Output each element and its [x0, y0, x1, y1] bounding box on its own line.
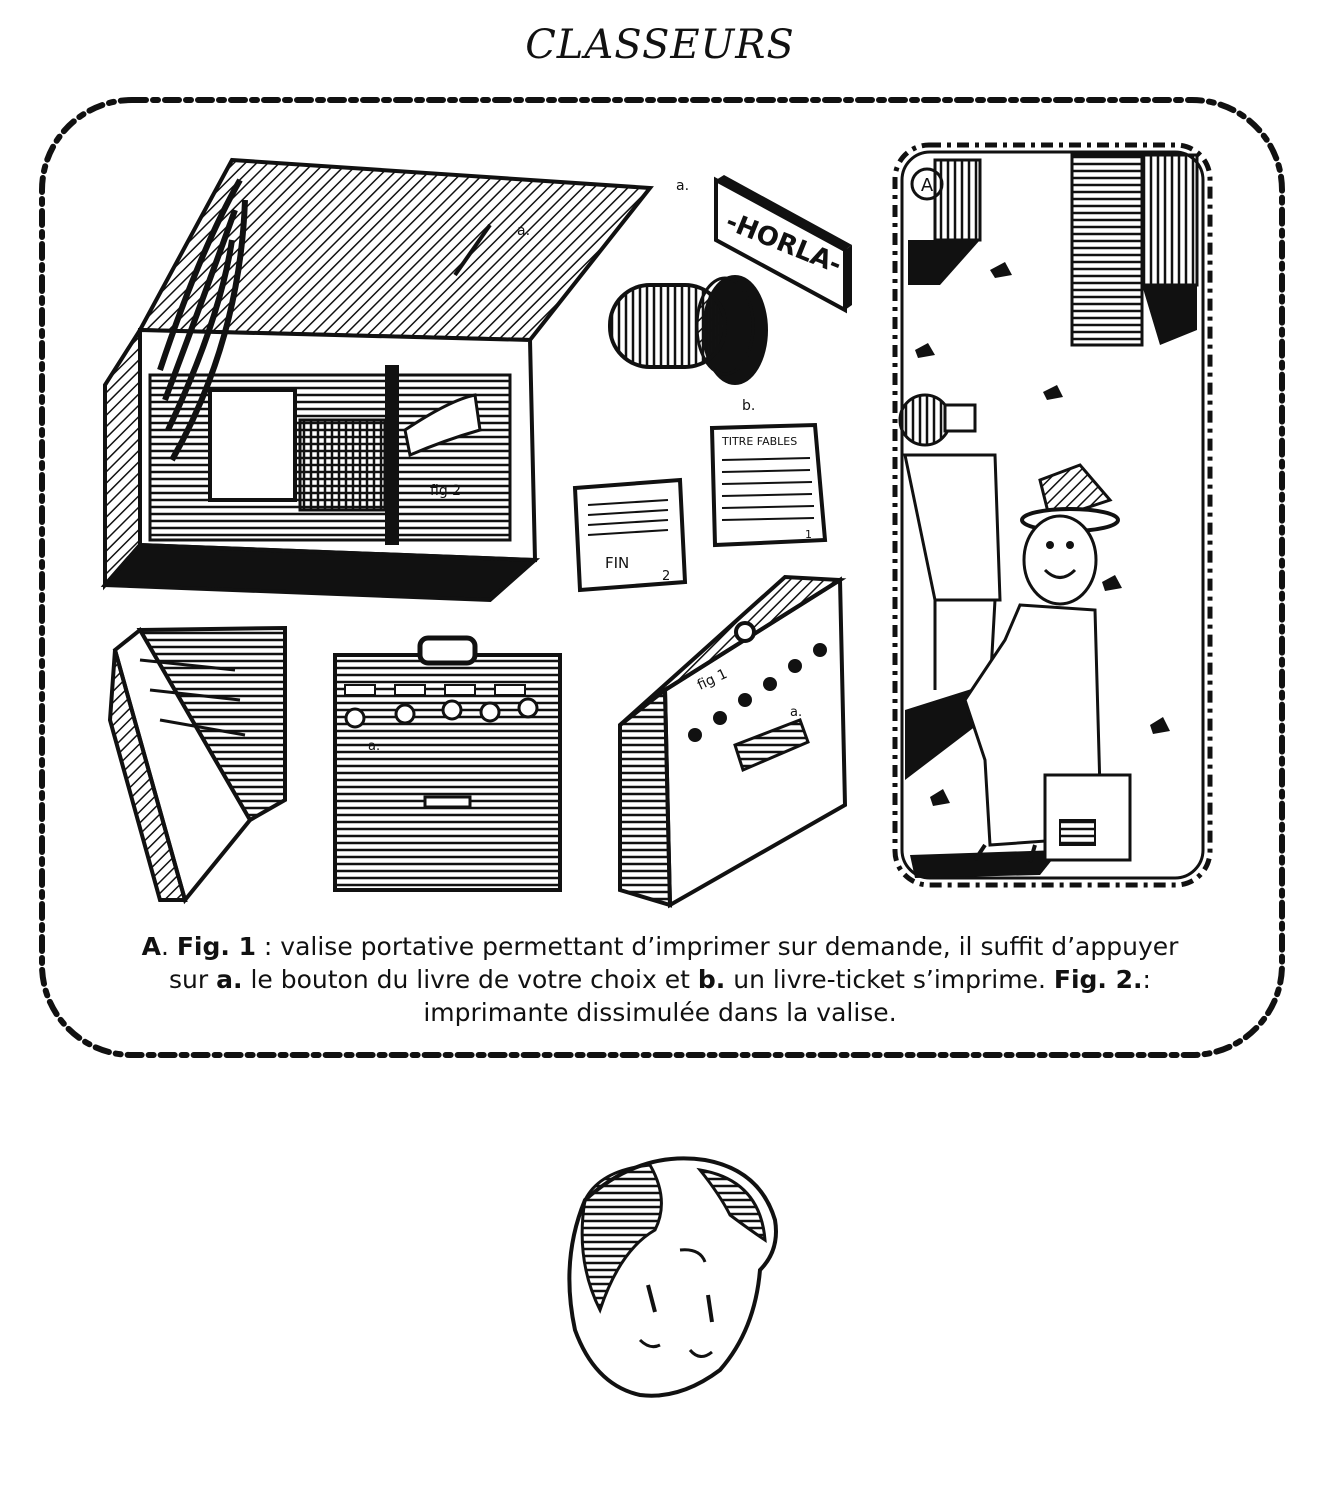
page-title: CLASSEURS [525, 22, 795, 68]
book-drawing [107, 625, 287, 905]
caption-text-2: le bouton du livre de votre choix et [242, 965, 698, 994]
label-a-lid: a. [517, 223, 530, 239]
caption-fig1: Fig. 1 [176, 932, 256, 961]
case-fig1-drawing: fig 1 a. [618, 574, 848, 909]
panel-a-scene: A [892, 142, 1213, 888]
caption: A. Fig. 1 : valise portative permettant … [130, 930, 1190, 1029]
label-fig2: fig 2 [430, 483, 461, 499]
label-b: b. [742, 398, 755, 414]
open-case-drawing: a. fig 2 [100, 157, 654, 603]
ticket-titles-label: TITRE FABLES [721, 435, 797, 448]
caption-text-3: un livre-ticket s’imprime. [725, 965, 1054, 994]
label-a-fig1: a. [790, 705, 802, 720]
caption-a: A [141, 932, 161, 961]
dotted-frame [39, 97, 1285, 1058]
ticket-fin-number: 2 [662, 569, 670, 584]
caption-text-4: : imprimante dissimulée dans la valise. [423, 965, 1151, 1027]
caption-fig2: Fig. 2. [1053, 965, 1143, 994]
caption-text-1: : valise portative permettant d’imprimer… [169, 932, 1179, 994]
ticket-titles-number: 1 [805, 528, 812, 541]
ticket-fin-drawing: FIN 2 [572, 477, 688, 593]
label-a-front: a. [368, 739, 380, 754]
ticket-fin-label: FIN [605, 554, 629, 572]
case-front-drawing: a. [333, 635, 562, 892]
face-doodle [567, 1156, 778, 1398]
caption-dot: . [160, 932, 177, 961]
ticket-titles-drawing: TITRE FABLES 1 [709, 422, 828, 548]
label-a-sign: a. [676, 178, 689, 194]
caption-b-ticket: b. [697, 965, 726, 994]
caption-a-button: a. [216, 965, 243, 994]
panel-a-label: A [921, 175, 934, 196]
knob-drawing: b. [608, 275, 768, 414]
